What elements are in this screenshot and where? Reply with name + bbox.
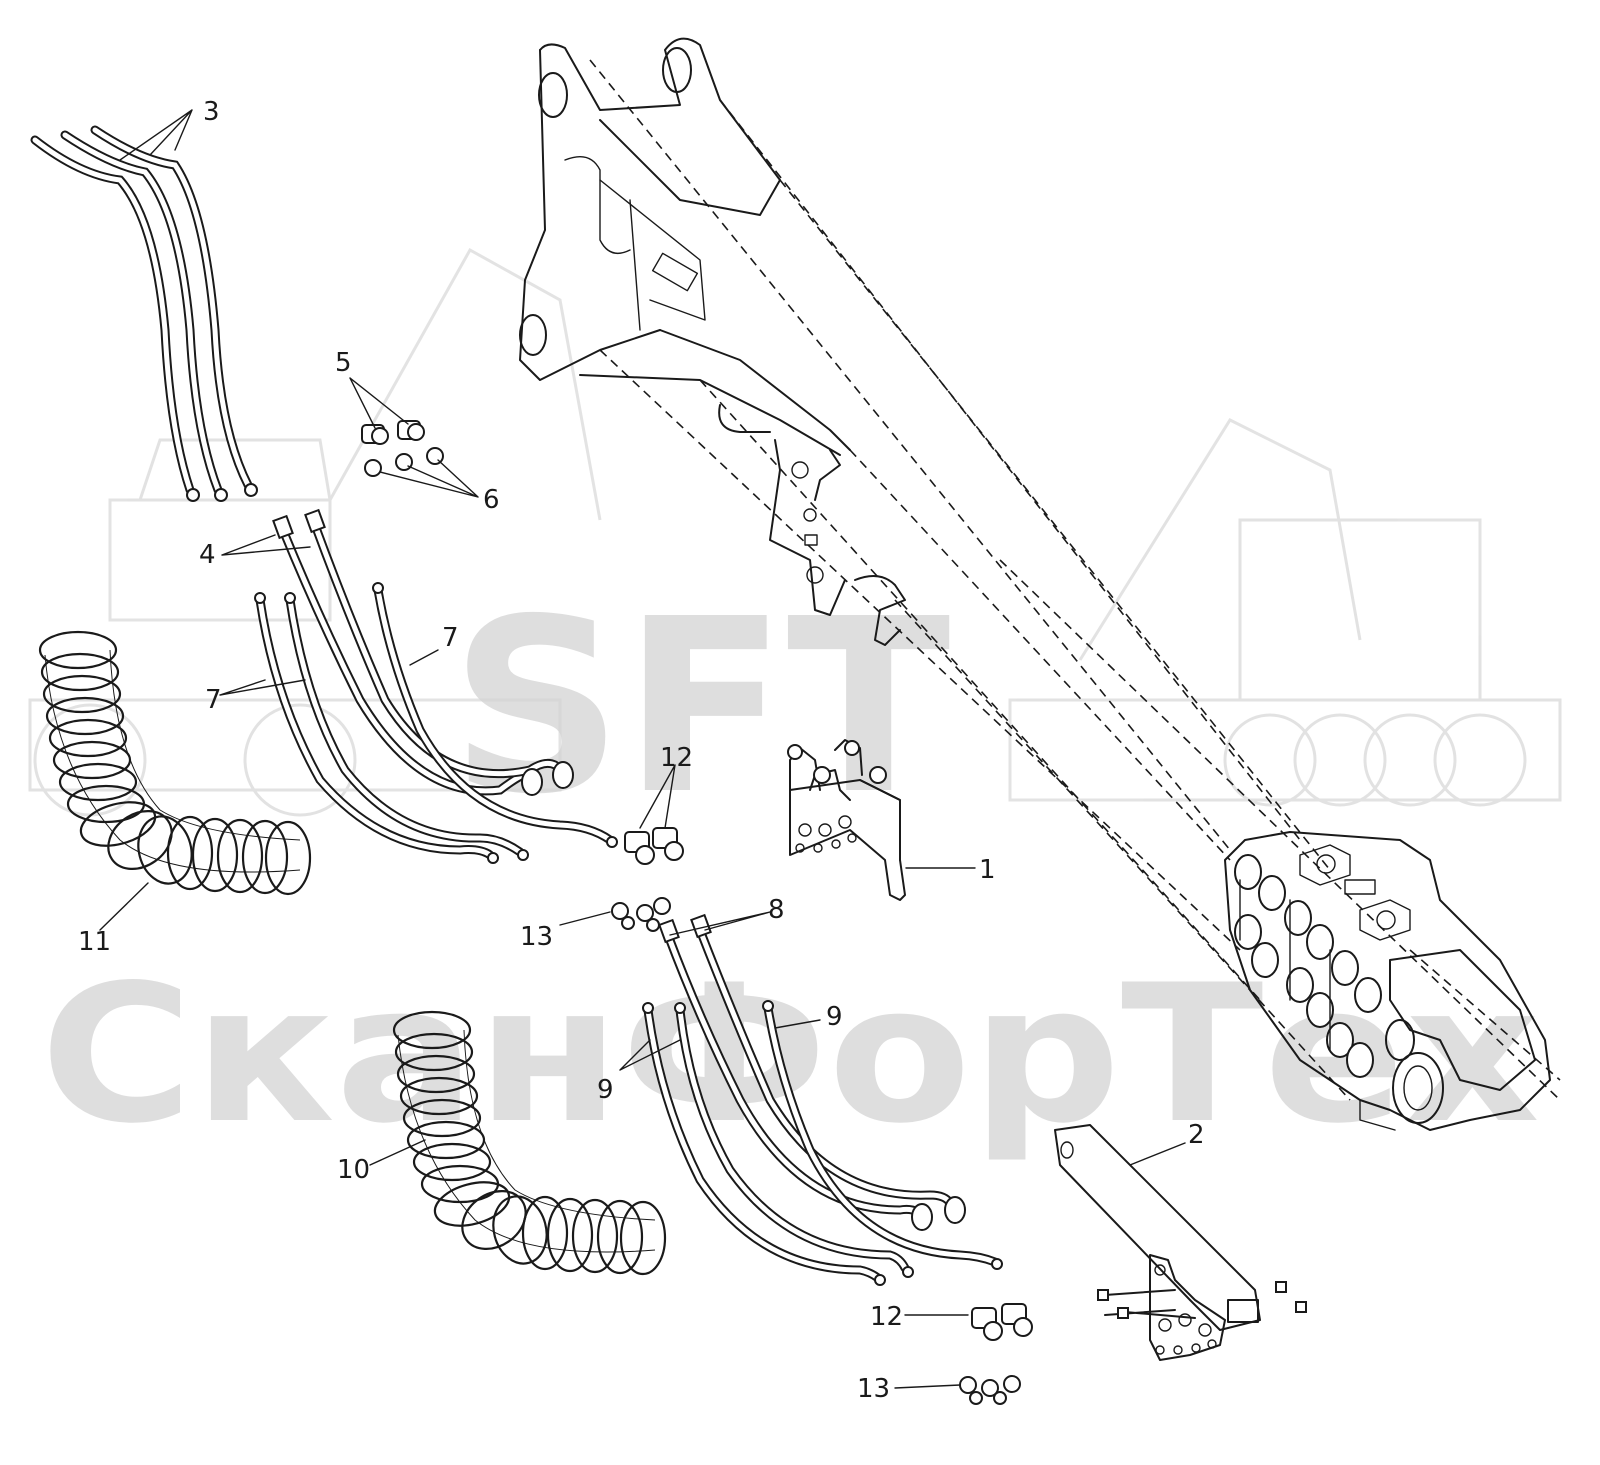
part-13-fittings-upper [611,897,671,932]
watermark-brand: SFT [450,567,951,847]
callout-12b: 12 [870,1302,903,1332]
callout-13b: 13 [857,1374,890,1404]
callout-12a: 12 [660,743,693,773]
watermark-machine-left [28,247,602,817]
part-13-fittings-lower [959,1375,1021,1405]
part-4-hoses [272,508,574,796]
callout-6: 6 [483,485,500,515]
callouts: 3 5 6 4 7 7 12 1 11 13 8 9 9 10 2 12 13 [78,97,1205,1404]
callout-13a: 13 [520,922,553,952]
part-12-fittings-lower [971,1303,1033,1341]
callout-4: 4 [199,540,216,570]
part-1-bracket [787,739,906,901]
part-3-tubes [30,125,258,502]
callout-3: 3 [203,97,220,127]
callout-9b: 9 [597,1075,614,1105]
part-2-bracket [1054,1124,1307,1361]
part-6-seals [364,447,444,477]
part-11-spiral-guard [38,630,312,896]
part-12-fittings-upper [624,827,684,865]
callout-7a: 7 [442,623,459,653]
watermark-machine-right [1008,418,1562,807]
leader-lines [99,109,1186,1389]
part-7-hoses [254,582,618,864]
callout-10: 10 [337,1155,370,1185]
boom-head [1224,831,1551,1131]
callout-8: 8 [768,895,785,925]
callout-5: 5 [335,348,352,378]
part-5-fittings [361,420,425,445]
boom-arm [519,37,1561,1101]
callout-7b: 7 [205,685,222,715]
callout-2: 2 [1188,1120,1205,1150]
part-9-hoses [642,1000,1003,1286]
part-10-spiral-guard [392,1010,667,1276]
callout-11: 11 [78,927,111,957]
callout-9a: 9 [826,1002,843,1032]
callout-1: 1 [979,855,996,885]
